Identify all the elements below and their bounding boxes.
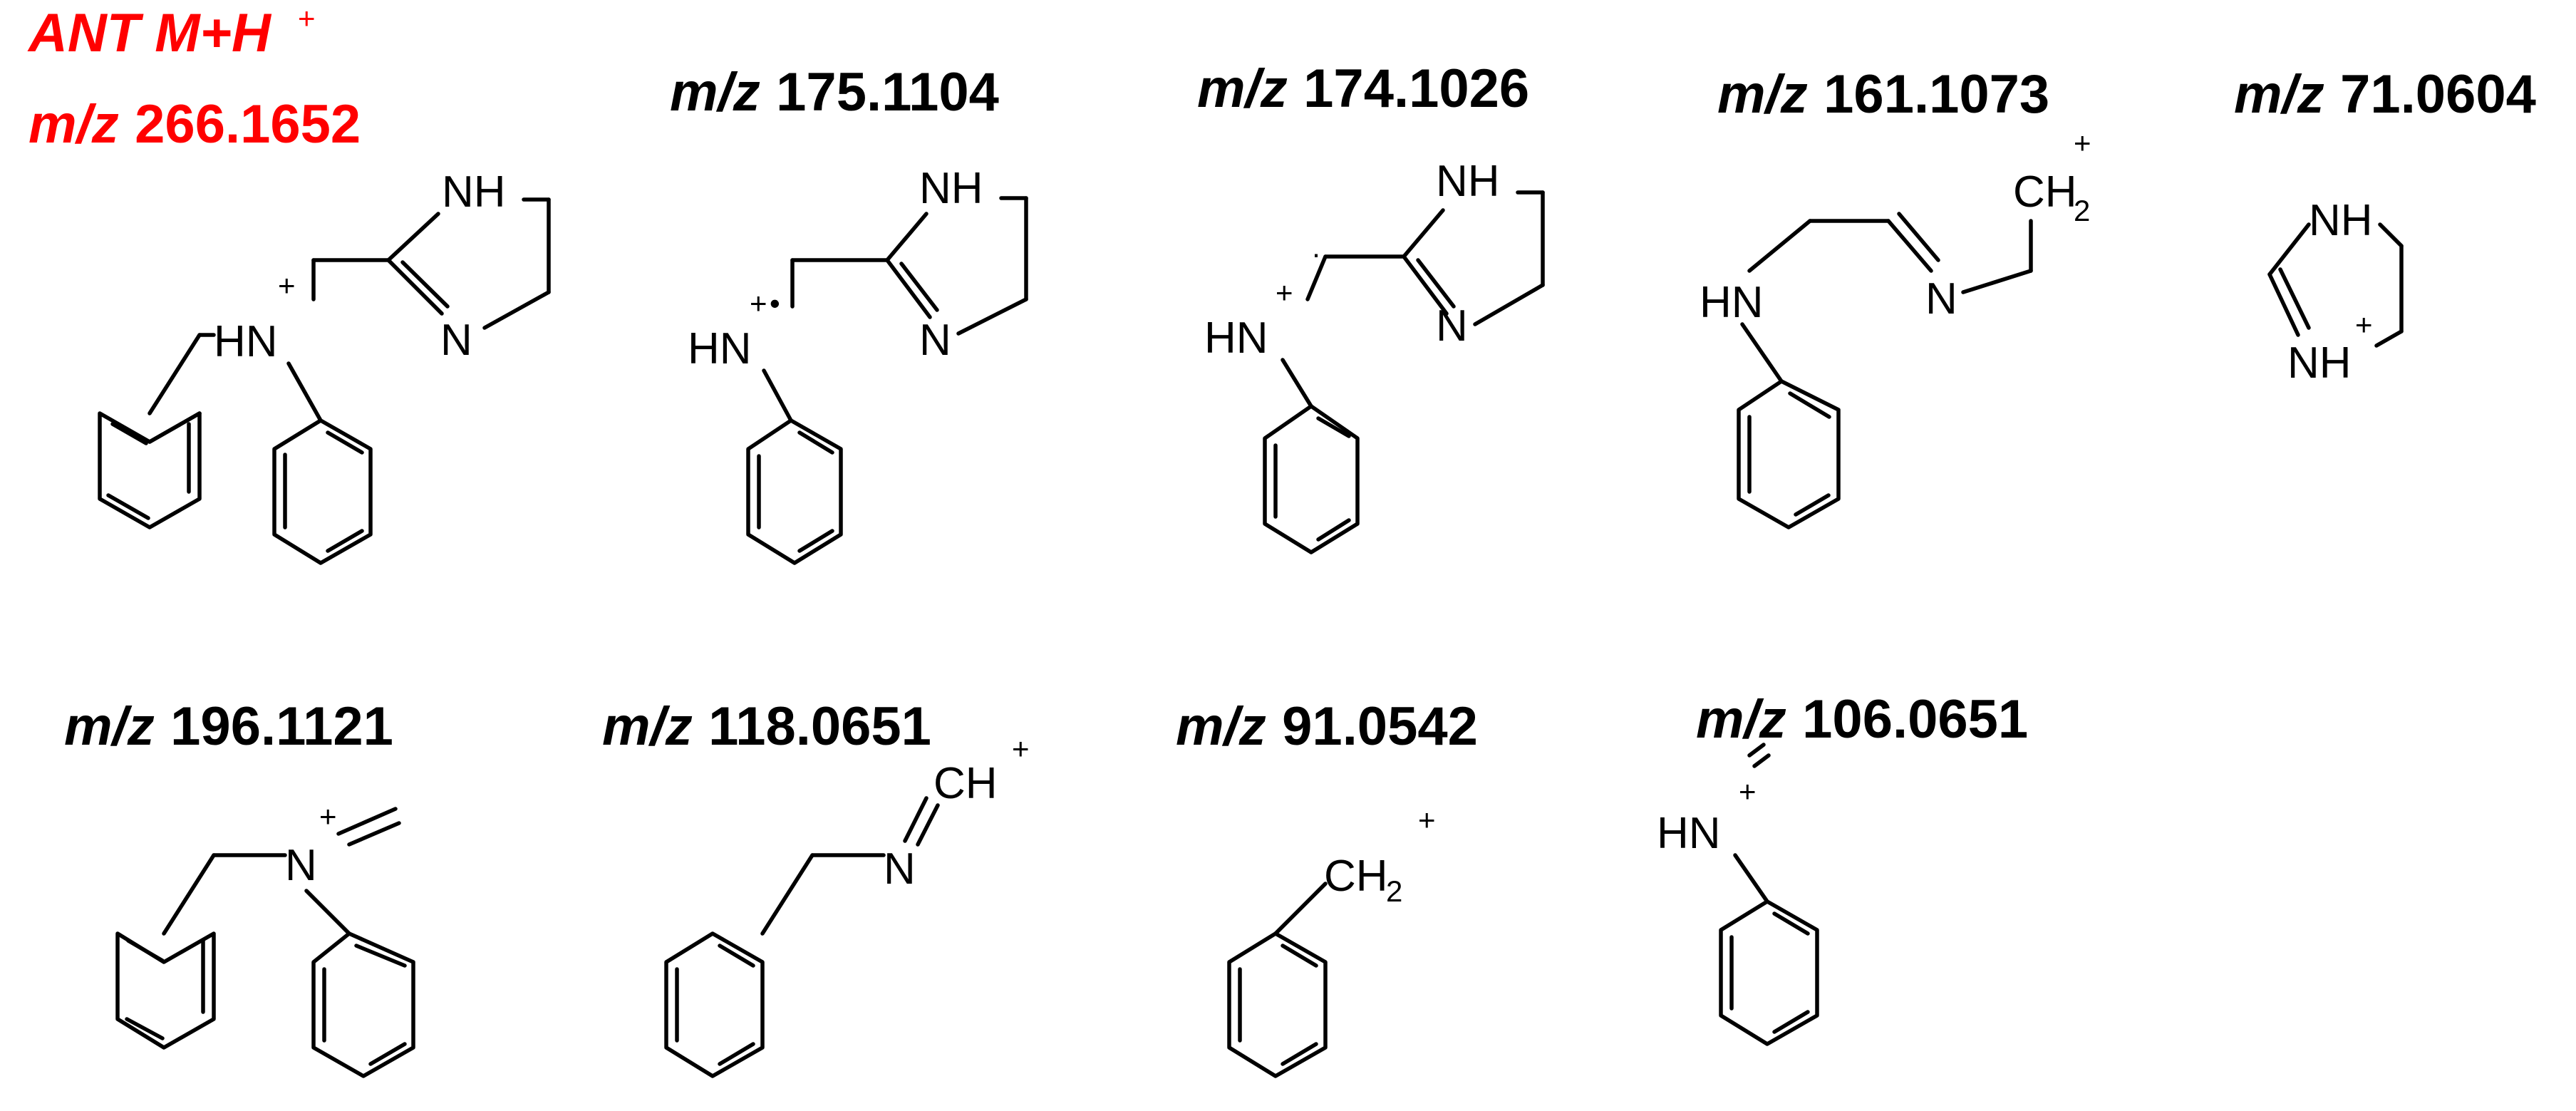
benzene-ring xyxy=(746,418,843,565)
svg-text:+: + xyxy=(319,800,337,833)
parent-title: ANT M+H xyxy=(27,3,272,63)
fragment-71: m/z 71.0604 NH NH + xyxy=(2234,64,2536,388)
atom-nh: NH xyxy=(442,167,506,217)
svg-text:N: N xyxy=(1436,301,1468,351)
svg-text:NH: NH xyxy=(2309,196,2373,245)
svg-text:CH: CH xyxy=(1324,852,1388,901)
benzene-ring xyxy=(311,931,415,1078)
fragment-161: m/z 161.1073 HN N CH 2 + xyxy=(1700,64,2091,529)
parent-charge: + xyxy=(298,1,316,35)
fragment-label: m/z 196.1121 xyxy=(64,696,393,757)
svg-text:2: 2 xyxy=(2074,194,2090,227)
fragment-label: m/z 91.0542 xyxy=(1176,696,1478,757)
svg-text:+: + xyxy=(2074,126,2091,160)
svg-text:+: + xyxy=(1418,803,1436,837)
svg-text:NH: NH xyxy=(2287,339,2352,388)
benzene-ring xyxy=(1737,379,1841,529)
svg-text:N: N xyxy=(919,316,951,365)
svg-text:N: N xyxy=(1925,274,1957,324)
fragment-structure: CH 2 + xyxy=(1227,803,1436,1078)
atom-hn: HN xyxy=(214,317,278,366)
benzene-ring xyxy=(1227,931,1328,1078)
parent-ion: ANT M+H + m/z 266.1652 HN + xyxy=(27,1,551,565)
svg-text:+: + xyxy=(1012,732,1030,765)
benzene-ring xyxy=(664,931,765,1078)
benzene-ring xyxy=(115,931,216,1050)
fragment-175: m/z 175.1104 HN + • NH N xyxy=(670,62,1028,565)
svg-text:HN: HN xyxy=(1700,278,1764,327)
fragment-structure: NH NH + xyxy=(2267,196,2404,388)
parent-mz-label: m/z 266.1652 xyxy=(29,94,361,155)
fragment-label: m/z 161.1073 xyxy=(1717,64,2049,125)
svg-text:CH: CH xyxy=(2013,167,2077,217)
svg-text:CH: CH xyxy=(933,759,998,808)
benzene-ring xyxy=(272,418,373,565)
svg-text:HN: HN xyxy=(1204,314,1268,363)
fragment-196: m/z 196.1121 N + xyxy=(64,696,415,1078)
fragment-structure: HN + • NH N xyxy=(688,164,1028,565)
svg-text:2: 2 xyxy=(1386,874,1402,908)
svg-text:+: + xyxy=(1276,276,1293,309)
svg-text:+: + xyxy=(750,286,767,320)
parent-mz-value: 266.1652 xyxy=(135,94,361,155)
svg-text:N: N xyxy=(884,844,916,894)
svg-text:+: + xyxy=(2355,308,2373,341)
svg-text:HN: HN xyxy=(688,324,752,373)
benzene-ring xyxy=(1719,899,1819,1046)
charge-plus: + xyxy=(278,269,296,302)
fragment-structure: HN N CH 2 + xyxy=(1700,126,2091,529)
fragment-structure: N + xyxy=(115,800,415,1078)
svg-text:NH: NH xyxy=(919,164,983,213)
fragment-174: m/z 174.1026 HN + · NH N xyxy=(1197,58,1545,554)
fragment-label: m/z 174.1026 xyxy=(1197,58,1529,119)
fragment-118: m/z 118.0651 N CH + xyxy=(602,696,1030,1078)
fragment-91: m/z 91.0542 CH 2 + xyxy=(1176,696,1478,1078)
fragment-106: m/z 106.0651 HN + xyxy=(1657,689,2028,1046)
svg-text:·: · xyxy=(1311,237,1321,270)
fragment-label: m/z 175.1104 xyxy=(670,62,999,123)
benzene-ring xyxy=(98,411,202,529)
svg-text:N: N xyxy=(285,841,317,890)
atom-n: N xyxy=(440,316,472,365)
parent-structure: HN + NH N xyxy=(98,167,551,565)
fragment-label: m/z 71.0604 xyxy=(2234,64,2536,125)
fragment-structure: N CH + xyxy=(664,732,1030,1078)
svg-text:•: • xyxy=(770,286,780,320)
fragment-label: m/z 106.0651 xyxy=(1696,689,2028,750)
fragment-label: m/z 118.0651 xyxy=(602,696,931,757)
fragment-structure: HN + · NH N xyxy=(1204,157,1545,554)
svg-text:+: + xyxy=(1739,775,1757,808)
fragment-structure: HN + xyxy=(1657,743,1819,1046)
parent-mz-prefix: m/z xyxy=(29,94,119,155)
svg-text:NH: NH xyxy=(1436,157,1500,206)
benzene-ring xyxy=(1263,404,1360,554)
svg-text:HN: HN xyxy=(1657,809,1721,858)
